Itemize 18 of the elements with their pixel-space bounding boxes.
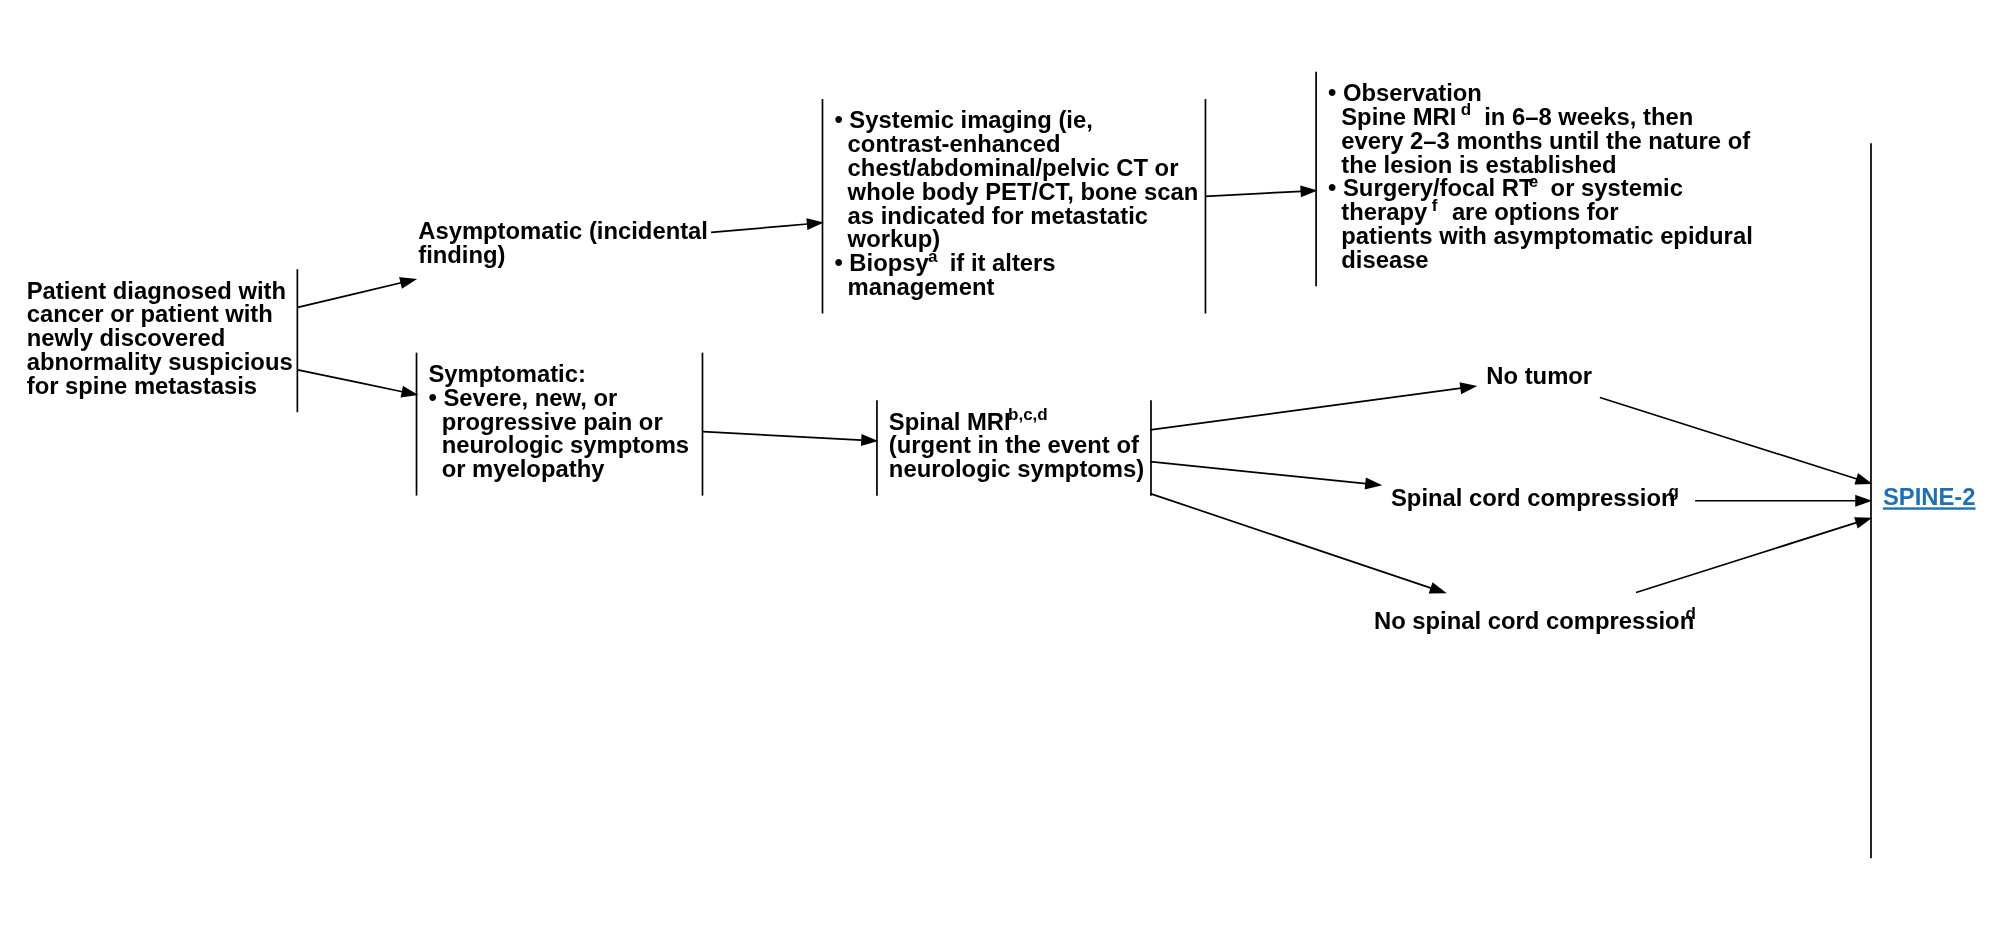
arrow [702, 430, 879, 446]
arrow [296, 369, 419, 398]
arrow [1635, 517, 1873, 594]
node-text: No tumor [1486, 361, 1593, 389]
node-text: Patient diagnosed with cancer or patient with newly discovered abnormality suspicious for spine metastasis [26, 276, 293, 399]
arrow [1149, 382, 1478, 431]
arrow [296, 277, 418, 309]
arrow [1599, 396, 1873, 485]
node-text: • Systemic imaging (ie, contrast-enhanced chest/abdominal/pelvic CT or whole body PET/CT, bone scan as indicated for metastatic workup) • Biopsy$^{a}$ if it alters management [834, 106, 1199, 301]
arrow [710, 218, 824, 234]
arrow [1149, 460, 1383, 490]
node-text: SPINE-2 [1882, 483, 1976, 511]
node-text: Symptomatic: • Severe, new, or progressive pain or neurologic symptoms or myelopathy [428, 359, 690, 483]
arrow [1149, 492, 1447, 594]
node-text: Spinal MRI$^{b,c,d}$ (urgent in the event of neurologic symptoms) [888, 405, 1145, 483]
node-text: Asymptomatic (incidental finding) [418, 216, 708, 268]
arrow [1204, 185, 1318, 198]
arrow [1694, 494, 1873, 507]
